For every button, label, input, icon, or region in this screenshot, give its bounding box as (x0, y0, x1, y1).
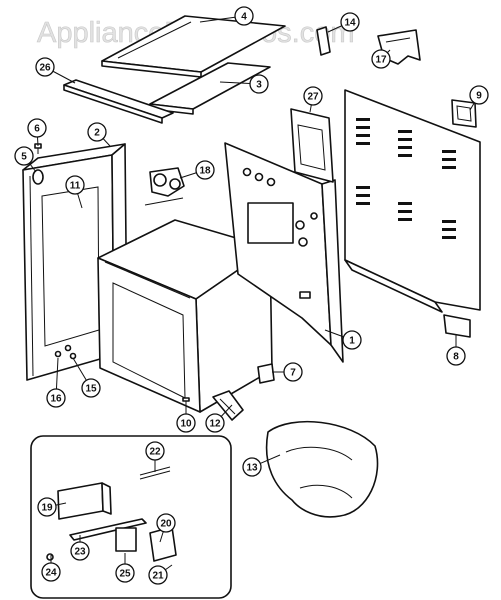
callout-circle (70, 541, 90, 561)
part-side-panel (224, 142, 344, 363)
callout-label: 25 (119, 569, 131, 580)
callout-circle (27, 118, 47, 138)
callout-label: 14 (344, 18, 356, 29)
callout-9: 9 (469, 85, 489, 111)
part-cap (451, 99, 477, 128)
callout-25: 25 (115, 553, 135, 583)
callout-2: 2 (87, 122, 111, 147)
callout-circle (145, 441, 165, 461)
callout-label: 2 (94, 128, 100, 139)
callout-label: 13 (246, 463, 258, 474)
part-back-panel (344, 89, 481, 313)
callout-label: 7 (290, 368, 296, 379)
callout-circle (242, 457, 262, 477)
callout-label: 1 (349, 336, 355, 347)
callout-label: 27 (307, 92, 319, 103)
callout-12: 12 (205, 404, 233, 433)
callout-1: 1 (324, 329, 362, 350)
callout-circle (234, 6, 254, 26)
callout-circle (35, 57, 55, 77)
callout-label: 3 (256, 80, 262, 91)
callout-circle (87, 122, 107, 142)
callout-circle (115, 563, 135, 583)
callout-circle (469, 85, 489, 105)
callout-label: 6 (34, 124, 40, 135)
callout-label: 15 (85, 384, 97, 395)
callout-27: 27 (303, 86, 323, 113)
callout-label: 8 (453, 352, 459, 363)
callout-24: 24 (41, 555, 61, 582)
callout-20: 20 (156, 513, 176, 543)
callout-circle (303, 86, 323, 106)
callout-label: 20 (160, 519, 172, 530)
callout-label: 9 (476, 91, 482, 102)
part-insulation (265, 420, 379, 518)
callout-15: 15 (72, 357, 101, 398)
callout-circle (371, 49, 391, 69)
callout-13: 13 (242, 454, 281, 477)
callout-7: 7 (272, 362, 303, 382)
callout-label: 5 (21, 152, 27, 163)
callout-26: 26 (35, 57, 76, 84)
part-fasteners (54, 344, 77, 360)
callout-label: 10 (180, 419, 192, 430)
callout-19: 19 (37, 497, 67, 517)
callout-label: 11 (70, 181, 81, 192)
callout-circle (14, 146, 34, 166)
callout-circle (46, 388, 66, 408)
callout-label: 24 (45, 568, 57, 579)
part-bezel (290, 108, 334, 183)
callout-18: 18 (179, 160, 215, 180)
part-top-rail (101, 15, 286, 78)
part-foot-bracket (443, 314, 471, 338)
callout-circle (195, 160, 215, 180)
part-clip (316, 26, 331, 56)
callout-22: 22 (145, 441, 165, 472)
callout-circle (176, 413, 196, 433)
callout-circle (41, 562, 61, 582)
callout-circle (342, 330, 362, 350)
callout-4: 4 (199, 6, 254, 26)
callout-5: 5 (14, 146, 37, 173)
callout-6: 6 (27, 118, 47, 147)
callout-label: 19 (41, 503, 53, 514)
callout-circle (37, 497, 57, 517)
callout-circle (249, 74, 269, 94)
callout-circle (340, 12, 360, 32)
part-lower-rail (149, 62, 271, 115)
callout-17: 17 (371, 49, 391, 69)
callout-label: 22 (149, 447, 161, 458)
callout-label: 26 (39, 63, 51, 74)
callout-label: 21 (152, 571, 164, 582)
callout-23: 23 (70, 535, 90, 561)
callout-label: 4 (241, 12, 247, 23)
callout-circle (65, 175, 85, 195)
callout-circle (283, 362, 303, 382)
callout-label: 18 (199, 166, 211, 177)
callout-8: 8 (446, 335, 466, 366)
callout-label: 12 (209, 419, 221, 430)
callout-circle (148, 565, 168, 585)
callout-10: 10 (176, 405, 196, 433)
part-valve-assembly (144, 167, 185, 206)
callout-11: 11 (65, 175, 85, 209)
callout-3: 3 (219, 74, 269, 94)
callout-21: 21 (148, 564, 173, 585)
callout-circle (81, 378, 101, 398)
callout-label: 17 (375, 55, 387, 66)
callout-label: 23 (74, 547, 86, 558)
part-small-block (257, 363, 275, 384)
callout-circle (205, 413, 225, 433)
callout-circle (156, 513, 176, 533)
callout-label: 16 (50, 394, 62, 405)
callout-14: 14 (327, 12, 360, 33)
callout-circle (446, 346, 466, 366)
callout-16: 16 (46, 357, 66, 408)
